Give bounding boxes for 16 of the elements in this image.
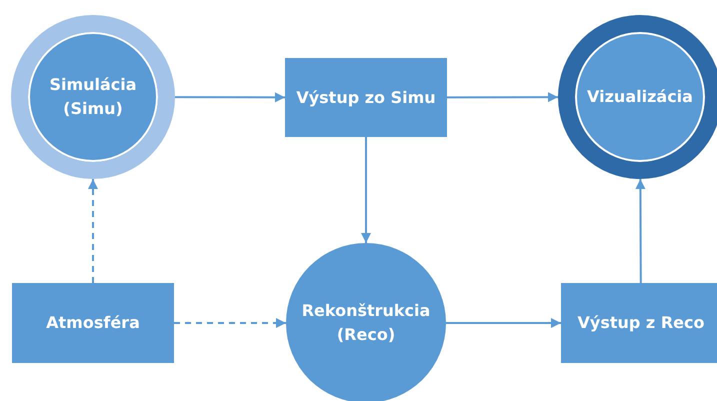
arrow [174,318,286,328]
arrow [175,92,285,102]
node-label: Atmosféra [46,312,140,334]
node-label: Simulácia (Simu) [48,74,138,120]
arrow [635,179,646,283]
node-label: Výstup zo Simu [296,86,436,108]
arrow [447,92,558,102]
arrow [88,179,98,283]
node-label: Rekonštrukcia (Reco) [300,300,432,346]
node-label: Vizualizácia [587,86,693,108]
node-label: Výstup z Reco [578,312,704,334]
input-box [12,283,174,363]
process-box [561,283,717,363]
arrow [361,137,371,243]
process-box [285,58,447,137]
arrow [446,318,561,328]
